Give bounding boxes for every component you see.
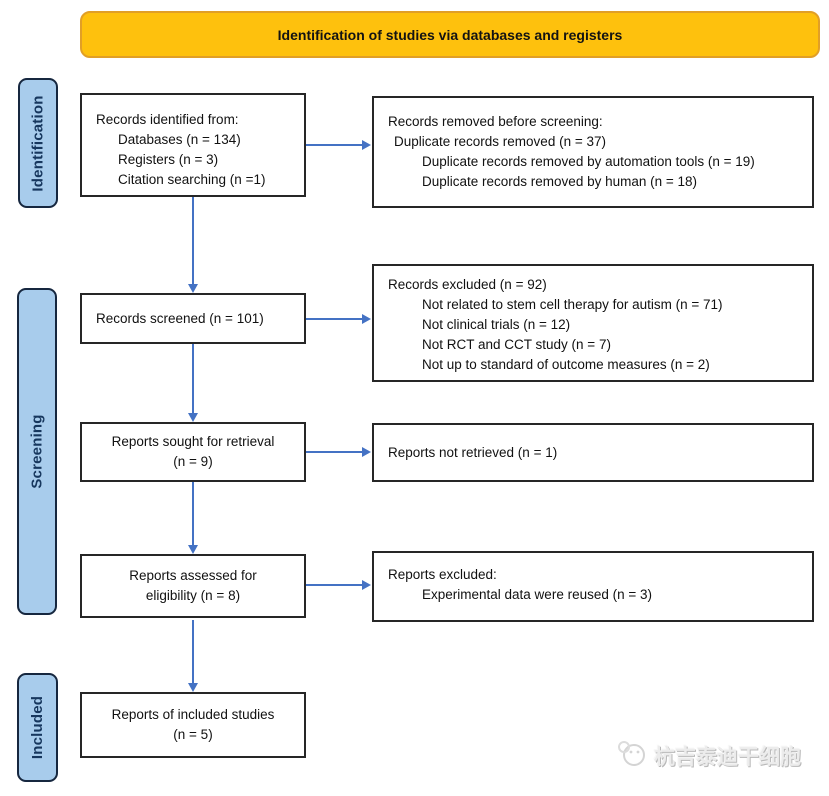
box-reports-excluded: Reports excluded: Experimental data were… [372, 551, 814, 622]
box-records-identified: Records identified from: Databases (n = … [80, 93, 306, 197]
box-records-excluded: Records excluded (n = 92) Not related to… [372, 264, 814, 382]
stage-label-screening: Screening [17, 288, 57, 615]
stage-label-screening-text: Screening [28, 414, 46, 489]
box-reports-excluded-item: Experimental data were reused (n = 3) [422, 587, 652, 602]
box-reports-sought-line2: (n = 9) [173, 454, 213, 469]
flow-arrow-right-icon [306, 447, 371, 457]
flow-arrow-down-icon [188, 344, 198, 422]
banner-title: Identification of studies via databases … [80, 11, 820, 58]
box-records-excluded-item: Not RCT and CCT study (n = 7) [422, 337, 611, 352]
stage-label-identification: Identification [18, 78, 58, 208]
box-reports-sought: Reports sought for retrieval (n = 9) [80, 422, 306, 482]
box-records-excluded-item: Not clinical trials (n = 12) [422, 317, 571, 332]
flow-arrow-right-icon [306, 140, 371, 150]
box-records-removed-item: Duplicate records removed (n = 37) [394, 134, 606, 149]
flow-arrow-down-icon [188, 197, 198, 293]
box-reports-sought-line1: Reports sought for retrieval [111, 434, 275, 449]
box-records-excluded-item: Not up to standard of outcome measures (… [422, 357, 710, 372]
box-records-excluded-title: Records excluded (n = 92) [388, 277, 547, 292]
box-reports-excluded-title: Reports excluded: [388, 567, 497, 582]
flow-arrow-right-icon [306, 580, 371, 590]
box-records-removed-title: Records removed before screening: [388, 114, 603, 129]
flow-arrow-right-icon [306, 314, 371, 324]
flow-arrow-down-icon [188, 620, 198, 692]
box-records-removed-item: Duplicate records removed by automation … [422, 154, 755, 169]
stage-label-included: Included [17, 673, 58, 782]
stage-label-included-text: Included [29, 695, 46, 760]
box-records-identified-item: Registers (n = 3) [118, 152, 219, 167]
box-records-identified-title: Records identified from: [96, 112, 239, 127]
stage-label-identification-text: Identification [29, 94, 47, 192]
box-reports-assessed-line1: Reports assessed for [129, 568, 257, 583]
flow-arrow-down-icon [188, 482, 198, 554]
teddy-bear-logo-icon [614, 738, 648, 773]
box-records-identified-item: Databases (n = 134) [118, 132, 241, 147]
box-records-excluded-item: Not related to stem cell therapy for aut… [422, 297, 723, 312]
box-reports-not-retrieved-title: Reports not retrieved (n = 1) [388, 444, 558, 460]
box-records-screened-title: Records screened (n = 101) [96, 310, 264, 326]
watermark-text: 杭吉泰迪干细胞 [654, 745, 801, 769]
box-reports-assessed-line2: eligibility (n = 8) [145, 588, 241, 603]
box-reports-not-retrieved: Reports not retrieved (n = 1) [372, 423, 814, 482]
box-records-removed-item: Duplicate records removed by human (n = … [422, 174, 698, 189]
watermark: 杭吉泰迪干细胞 [614, 738, 801, 773]
box-records-identified-item: Citation searching (n =1) [118, 172, 266, 187]
box-reports-included: Reports of included studies (n = 5) [80, 692, 306, 758]
box-reports-included-line1: Reports of included studies [111, 707, 275, 722]
box-records-removed: Records removed before screening: Duplic… [372, 96, 814, 208]
box-records-screened: Records screened (n = 101) [80, 293, 306, 344]
box-reports-assessed: Reports assessed for eligibility (n = 8) [80, 554, 306, 618]
box-reports-included-line2: (n = 5) [173, 727, 213, 742]
